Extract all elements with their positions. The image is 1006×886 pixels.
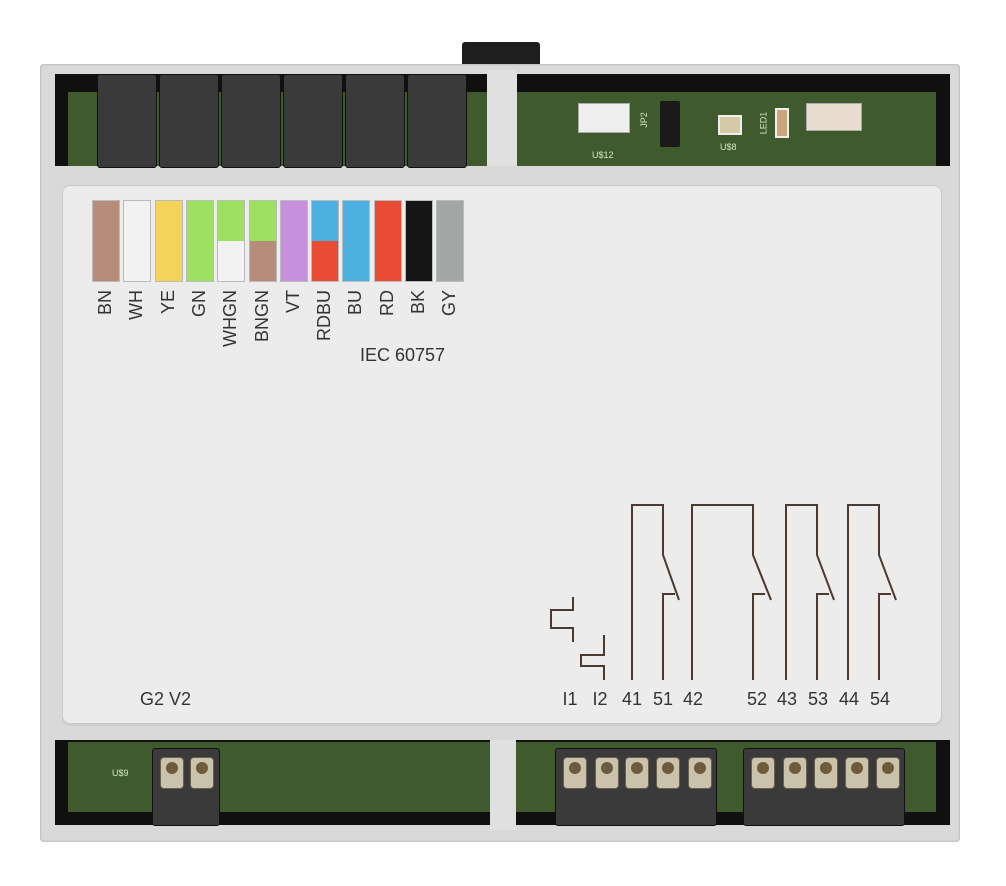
swatch-ye — [154, 200, 183, 282]
pcb-label-u9: U$9 — [112, 768, 129, 778]
relay-contact-4 — [847, 504, 897, 680]
terminal-screw[interactable] — [595, 757, 619, 789]
terminal-label: 43 — [776, 689, 798, 709]
top-connector[interactable] — [407, 74, 467, 168]
terminal-screw[interactable] — [160, 757, 184, 789]
swatch-vt — [279, 200, 308, 282]
header-u12[interactable] — [578, 103, 630, 133]
swatch-rdbu — [311, 200, 340, 282]
relay-contact-3 — [785, 504, 835, 680]
top-connector[interactable] — [97, 74, 157, 168]
swatch-bu — [342, 200, 371, 282]
terminal-screw[interactable] — [845, 757, 869, 789]
swatch-wh — [123, 200, 152, 282]
terminal-screw[interactable] — [656, 757, 680, 789]
top-connector[interactable] — [283, 74, 343, 168]
input-i2-symbol — [580, 635, 605, 680]
swatch-bk — [405, 200, 433, 282]
swatch-rd — [373, 200, 402, 282]
divider-clip-top — [487, 70, 517, 166]
top-connector[interactable] — [159, 74, 219, 168]
swatch-gy — [436, 200, 465, 282]
header-6pin[interactable] — [806, 103, 862, 131]
top-connector[interactable] — [221, 74, 281, 168]
terminal-label: 51 — [652, 689, 674, 709]
terminal-label: 44 — [838, 689, 860, 709]
swatch-whgn — [217, 200, 246, 282]
relay-contact-2 — [691, 504, 772, 680]
swatch-bngn — [248, 200, 277, 282]
terminal-label: 53 — [807, 689, 829, 709]
terminal-screw[interactable] — [876, 757, 900, 789]
terminal-label: 54 — [869, 689, 891, 709]
standard-label: IEC 60757 — [360, 345, 446, 365]
jumper-jp2[interactable] — [660, 101, 680, 147]
terminal-screw[interactable] — [688, 757, 712, 789]
terminal-screw[interactable] — [190, 757, 214, 789]
relay-contact-1 — [631, 504, 680, 680]
pcb-label-u8: U$8 — [720, 142, 737, 152]
terminal-label: I1 — [562, 689, 578, 709]
pcb-label-u12: U$12 — [592, 150, 614, 160]
terminal-label: I2 — [592, 689, 608, 709]
divider-clip-bottom — [490, 740, 516, 830]
model-label: G2 V2 — [140, 689, 192, 709]
terminal-label: 41 — [621, 689, 643, 709]
terminal-screw[interactable] — [563, 757, 587, 789]
terminal-screw[interactable] — [814, 757, 838, 789]
terminal-label: 42 — [682, 689, 704, 709]
swatch-bn — [92, 200, 120, 282]
terminal-label: 52 — [746, 689, 768, 709]
input-i1-symbol — [550, 597, 574, 642]
terminal-screw[interactable] — [783, 757, 807, 789]
component-u8 — [718, 115, 742, 135]
top-connector[interactable] — [345, 74, 405, 168]
led1-icon — [775, 108, 789, 138]
swatch-gn — [185, 200, 214, 282]
terminal-screw[interactable] — [625, 757, 649, 789]
terminal-screw[interactable] — [751, 757, 775, 789]
